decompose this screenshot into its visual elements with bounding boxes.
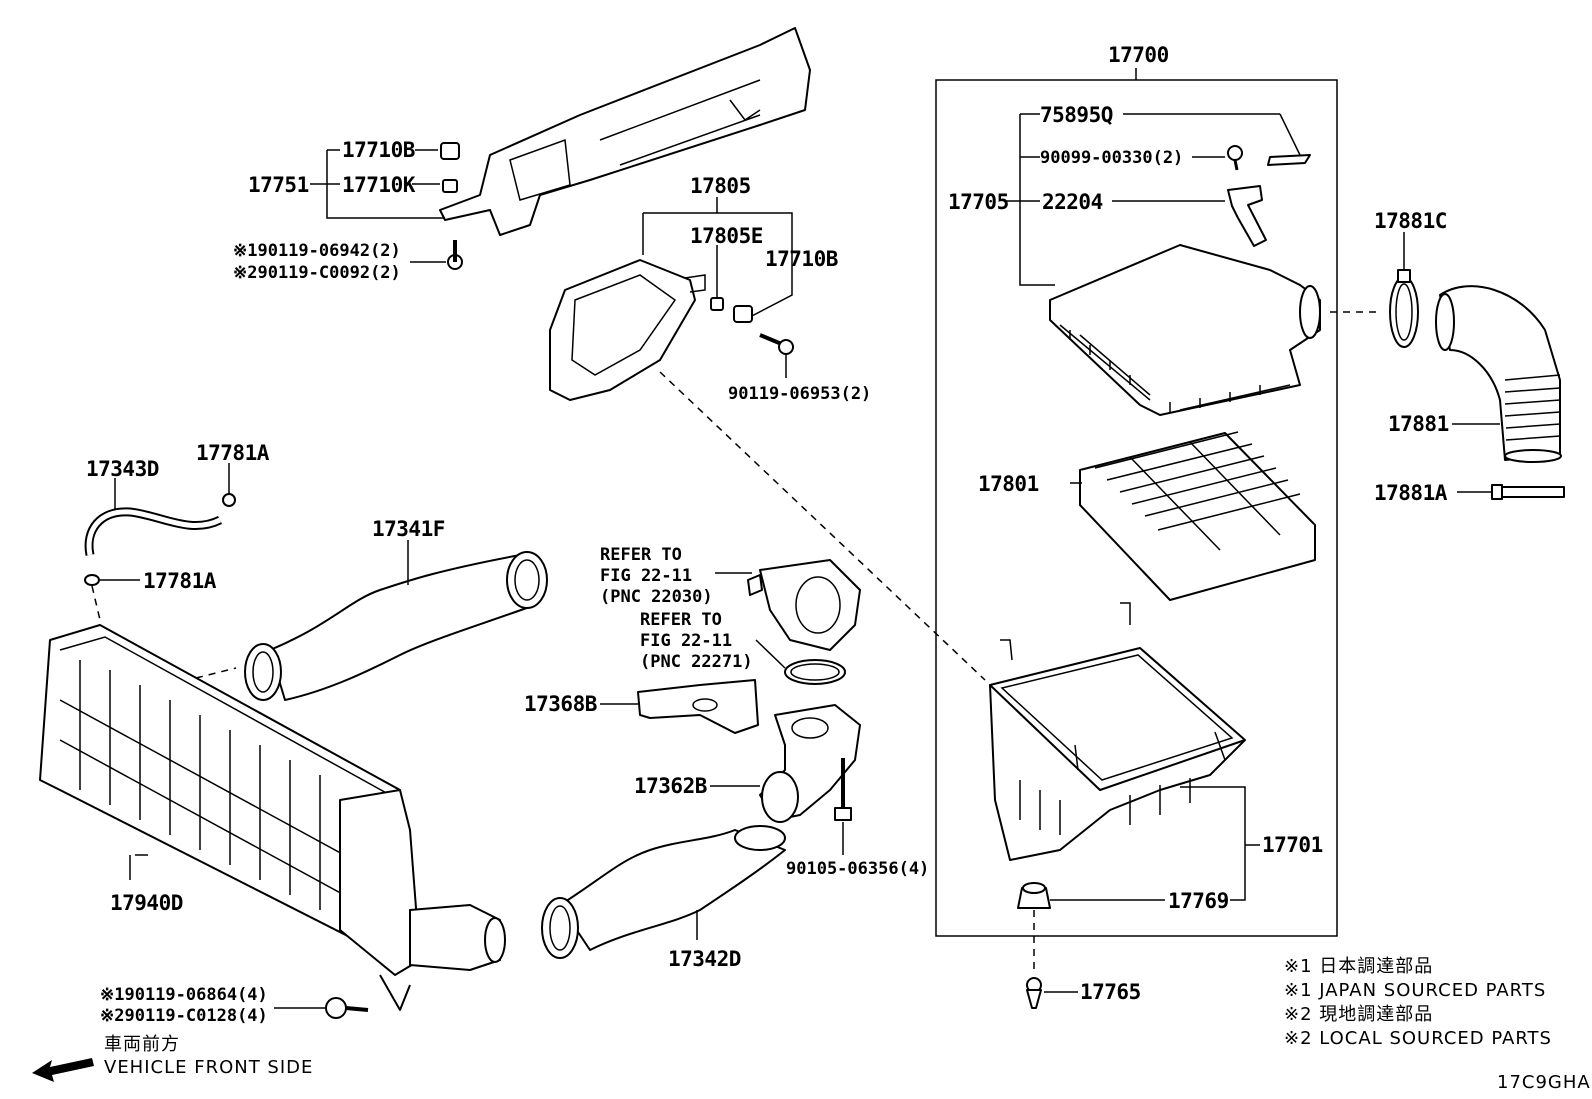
vehicle-front-en: VEHICLE FRONT SIDE	[104, 1057, 313, 1078]
air-filter-element-17801	[1079, 431, 1316, 601]
label-17705: 17705	[948, 190, 1009, 214]
label-17881C: 17881C	[1374, 209, 1447, 233]
figure-code: 17C9GHA	[1497, 1072, 1591, 1093]
intercooler-inlet-hose-17341F	[244, 551, 548, 701]
bracket-17368B	[637, 679, 759, 734]
label-90119-06942: ※190119-06942(2)	[233, 241, 401, 261]
label-17342D: 17342D	[668, 947, 741, 971]
throttle-body-reference	[747, 559, 861, 651]
vehicle-front-caption: 車両前方 VEHICLE FRONT SIDE	[104, 1034, 313, 1078]
label-17940D: 17940D	[110, 891, 183, 915]
clip-17781A-upper	[222, 493, 236, 507]
label-refer-2-line2: FIG 22-11	[640, 631, 732, 651]
label-17710B-resonator: 17710B	[765, 247, 838, 271]
intercooler-17940D	[39, 624, 506, 1011]
clip-17781A-lower	[84, 574, 100, 586]
label-17801: 17801	[978, 472, 1039, 496]
bolt-90119-06953	[759, 333, 794, 355]
label-17710B-top: 17710B	[342, 138, 415, 162]
grommet-17710B-resonator	[733, 305, 753, 323]
label-90099-00330: 90099-00330(2)	[1040, 148, 1183, 168]
sourcing-notes: ※1 日本調達部品 ※1 JAPAN SOURCED PARTS ※2 現地調達…	[1284, 956, 1552, 1049]
label-90119-C0128: ※290119-C0128(4)	[100, 1006, 268, 1026]
bolt-90105-06356	[834, 758, 852, 821]
note-local-jp: ※2 現地調達部品	[1284, 1004, 1433, 1025]
label-17769: 17769	[1168, 889, 1229, 913]
label-refer-1-line1: REFER TO	[600, 545, 682, 565]
mass-air-flow-sensor-22204	[1227, 185, 1267, 247]
label-17700: 17700	[1108, 43, 1169, 67]
bolt-90119-06864	[325, 997, 369, 1019]
label-refer-2-line3: (PNC 22271)	[640, 652, 753, 672]
vehicle-front-arrow-icon	[32, 1058, 94, 1082]
grommet-17710B-top	[440, 142, 460, 160]
note-local-en: ※2 LOCAL SOURCED PARTS	[1284, 1028, 1552, 1049]
clip-17805E	[710, 297, 724, 311]
grommet-17769	[1017, 882, 1051, 909]
label-17343D: 17343D	[86, 457, 159, 481]
label-17362B: 17362B	[634, 774, 707, 798]
air-cleaner-cap	[1049, 244, 1321, 416]
hose-band-17881A	[1491, 484, 1565, 500]
clip-17710K	[442, 179, 458, 193]
label-17765: 17765	[1080, 980, 1141, 1004]
air-inlet-duct-17751	[439, 27, 811, 236]
label-17368B: 17368B	[524, 692, 597, 716]
gasket-reference	[784, 659, 846, 685]
label-75895Q	[1267, 154, 1311, 166]
label-refer-1-line2: FIG 22-11	[600, 566, 692, 586]
label-75895Q: 75895Q	[1040, 103, 1113, 127]
note-japan-en: ※1 JAPAN SOURCED PARTS	[1284, 980, 1546, 1001]
label-90119-C0092: ※290119-C0092(2)	[233, 263, 401, 283]
part-labels: 17700 75895Q 90099-00330(2) 17705 22204 …	[86, 43, 1449, 1026]
label-17710K: 17710K	[342, 173, 416, 197]
air-cleaner-case-17701	[989, 602, 1246, 861]
resonator-17805	[549, 259, 706, 401]
label-17701: 17701	[1262, 833, 1323, 857]
label-17781A-upper: 17781A	[196, 441, 270, 465]
air-intake-hose-17881	[1435, 285, 1562, 463]
pin-17765	[1026, 977, 1042, 1009]
label-refer-1-line3: (PNC 22030)	[600, 587, 713, 607]
breather-hose-17343D	[84, 507, 223, 556]
label-17781A-lower: 17781A	[143, 569, 217, 593]
label-90119-06953: 90119-06953(2)	[728, 384, 871, 404]
label-17341F: 17341F	[372, 517, 445, 541]
label-17805: 17805	[690, 174, 751, 198]
screw-90099	[1227, 145, 1243, 171]
label-17881A: 17881A	[1374, 481, 1448, 505]
vehicle-front-jp: 車両前方	[104, 1034, 180, 1055]
label-90119-06864: ※190119-06864(4)	[100, 985, 268, 1005]
label-refer-2-line1: REFER TO	[640, 610, 722, 630]
hose-clamp-17881C	[1389, 269, 1419, 348]
label-17805E: 17805E	[690, 224, 763, 248]
bolt-90119-06942	[447, 240, 463, 270]
note-japan-jp: ※1 日本調達部品	[1284, 956, 1433, 977]
label-17751: 17751	[248, 173, 309, 197]
label-17881: 17881	[1388, 412, 1449, 436]
intake-connector-17362B	[759, 704, 861, 823]
label-90105-06356: 90105-06356(4)	[786, 859, 929, 879]
intercooler-outlet-hose-17342D	[541, 825, 786, 959]
label-22204: 22204	[1042, 190, 1103, 214]
